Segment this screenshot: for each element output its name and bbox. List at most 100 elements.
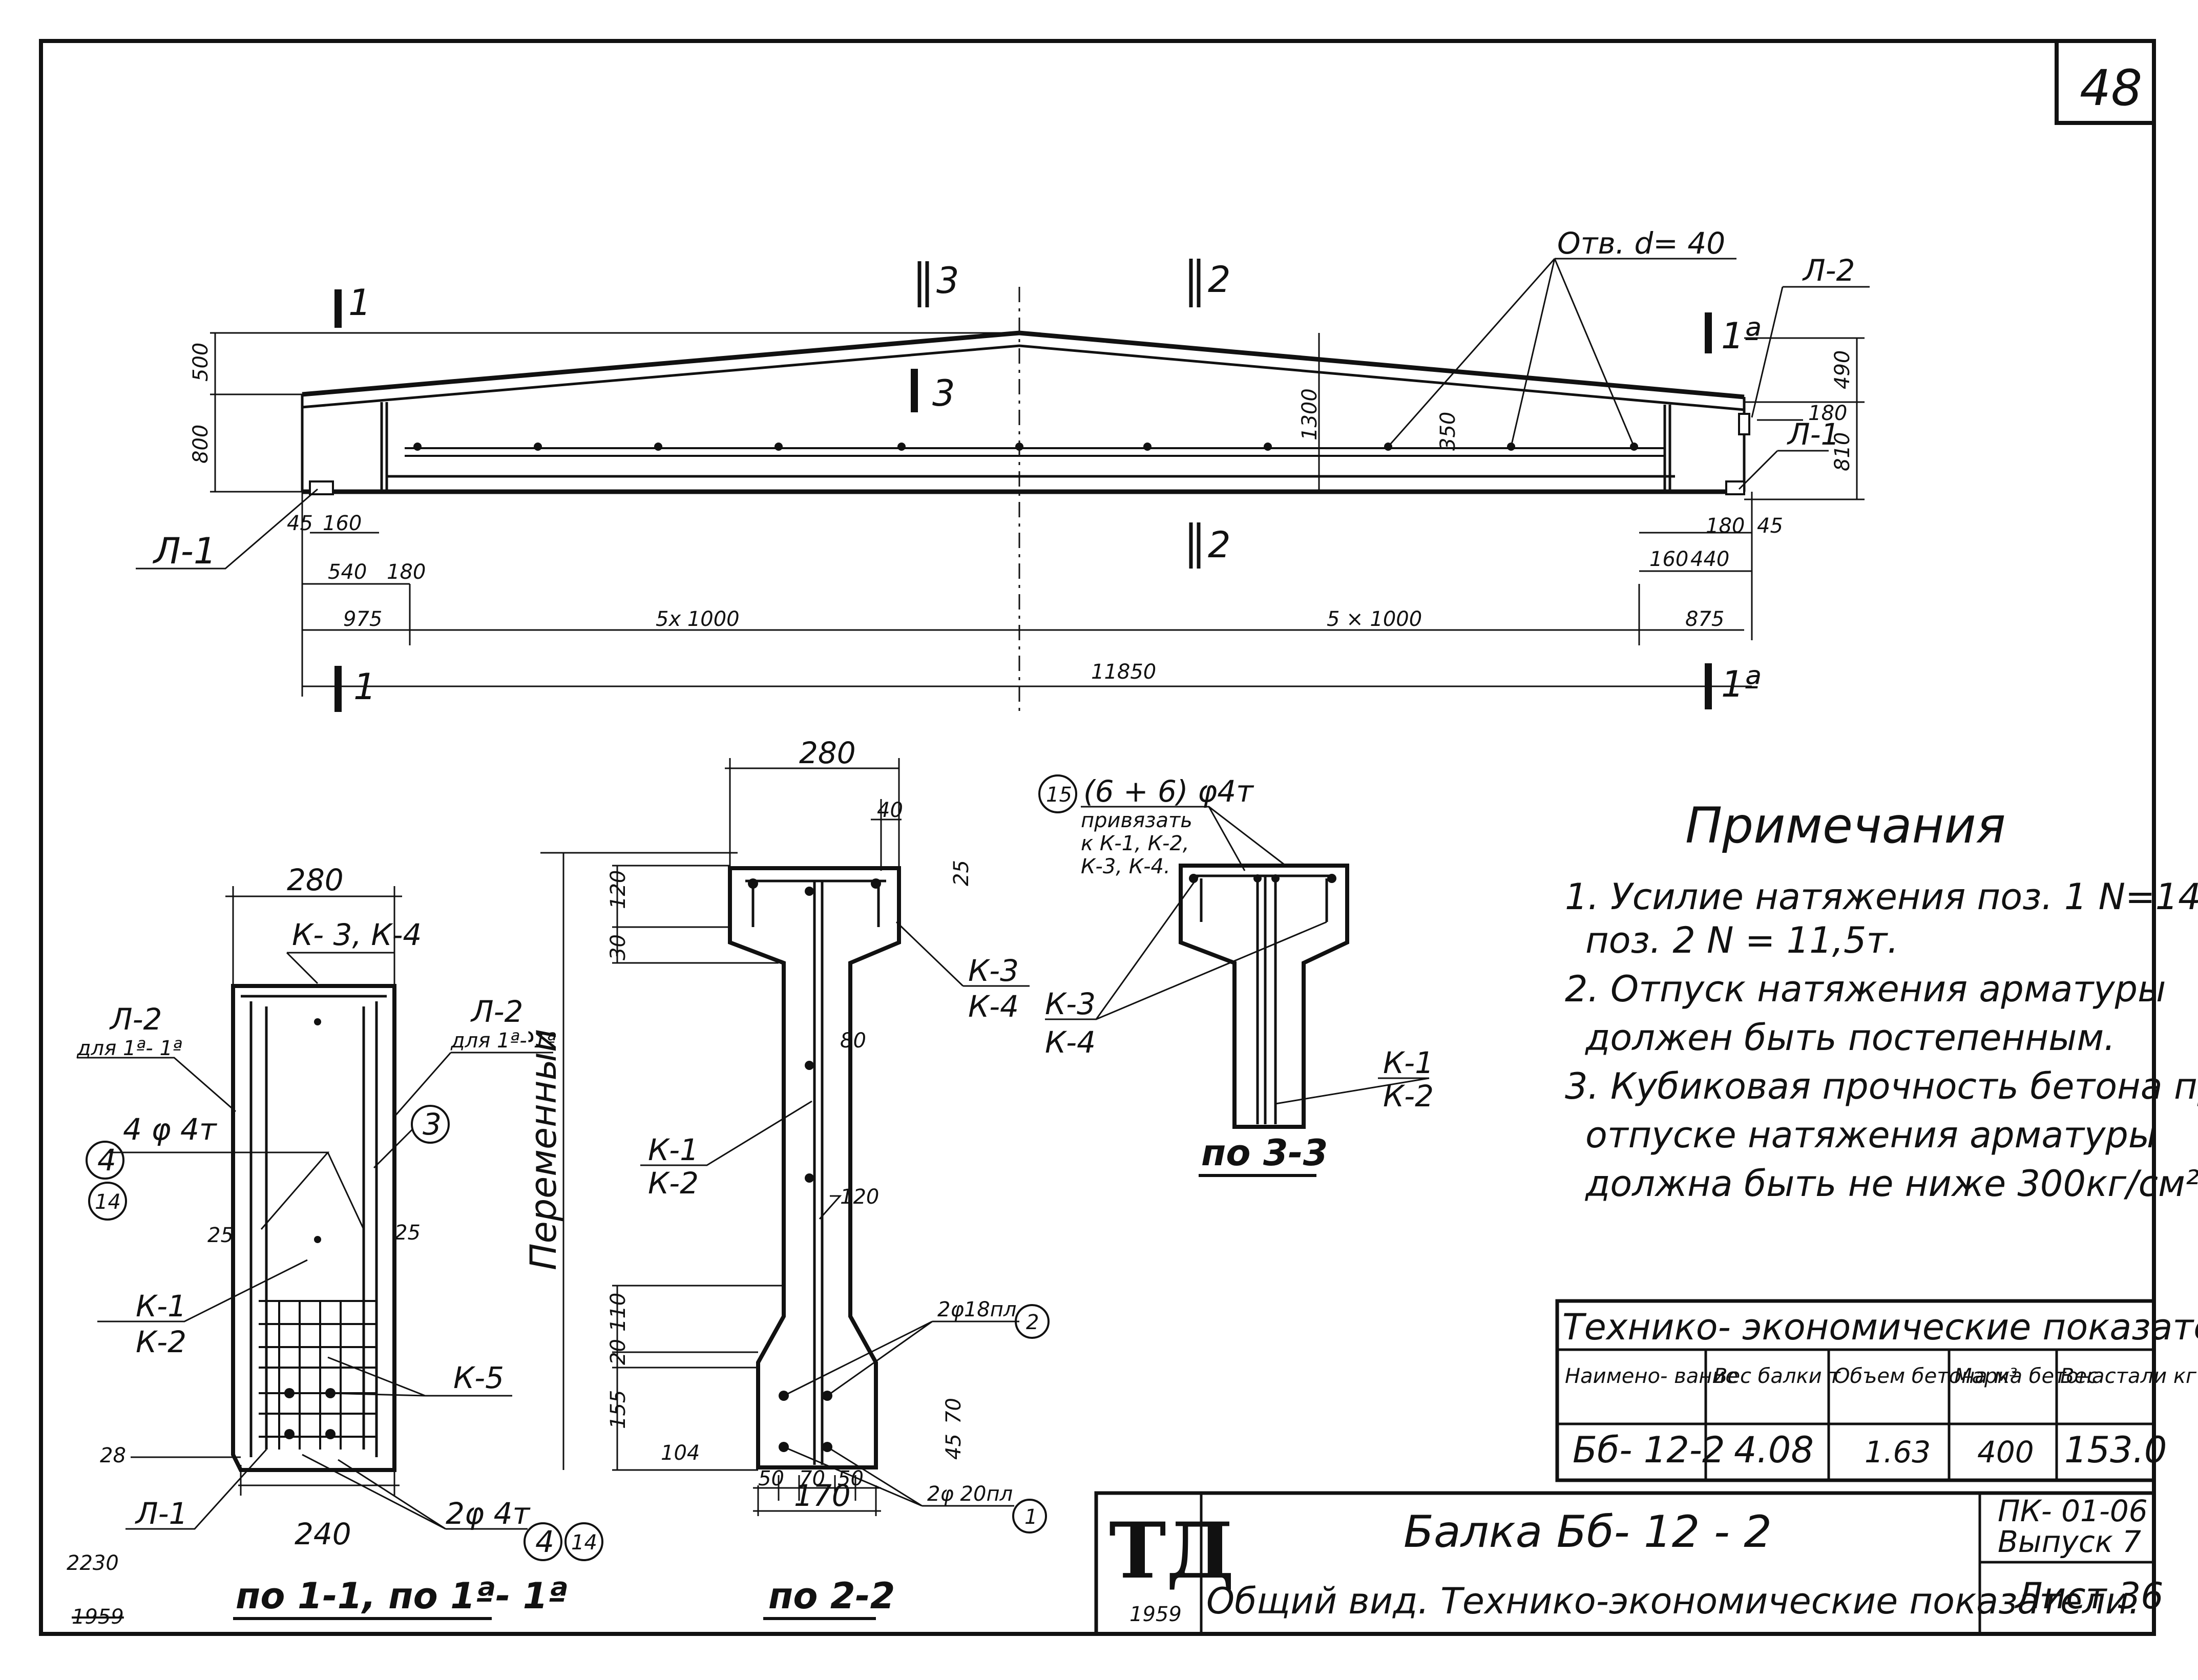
dim-160-left: 160 xyxy=(323,512,362,535)
s3-label-k4: К-4 xyxy=(1045,1025,1096,1060)
section-mark-3-mid: 3 xyxy=(932,372,955,414)
s3-label-tie1: привязать xyxy=(1081,809,1192,832)
dim-45-right: 45 xyxy=(1757,514,1783,538)
section-mark-2-bottom: 2 xyxy=(1208,524,1231,566)
section-mark-1-top: 1 xyxy=(348,282,371,324)
note-3: 3. Кубиковая прочность бетона при xyxy=(1565,1065,2198,1107)
label-L2-right: Л-2 xyxy=(1802,253,1855,288)
dim-875: 875 xyxy=(1685,607,1724,631)
s1-callout-14: 14 xyxy=(95,1190,121,1214)
s3-caption: по 3-3 xyxy=(1201,1132,1328,1174)
s2-label-bars20: 2φ 20пл xyxy=(927,1482,1013,1506)
label-L1-right: Л-1 xyxy=(1787,417,1839,452)
s3-label-tie3: К-3, К-4. xyxy=(1081,855,1170,878)
s1-dim-25-right: 25 xyxy=(394,1221,421,1245)
s1-width-240: 240 xyxy=(295,1517,351,1551)
dim-160-right: 160 xyxy=(1649,548,1688,571)
s2-dim-80: 80 xyxy=(840,1029,866,1053)
note-3b: отпуске натяжения арматуры xyxy=(1585,1114,2157,1156)
dim-440: 440 xyxy=(1690,548,1729,571)
s1-callout-4b: 4 xyxy=(535,1524,554,1559)
s1-caption: по 1-1, по 1ª- 1ª xyxy=(236,1575,568,1617)
dim-540: 540 xyxy=(328,560,367,584)
s1-label-k2: К-2 xyxy=(136,1325,186,1359)
s2-dim-120: 120 xyxy=(606,870,630,909)
bottom-left-crossed: 1959 xyxy=(72,1605,124,1629)
s1-callout-14b: 14 xyxy=(571,1531,597,1555)
note-2b: должен быть постепенным. xyxy=(1585,1017,2115,1059)
notes: Примечания 1. Усилие натяжения поз. 1 N=… xyxy=(1565,797,2198,1205)
dim-5x1000-right: 5 × 1000 xyxy=(1327,607,1422,631)
title-block: ТД 1959 Балка Бб- 12 - 2 Общий вид. Техн… xyxy=(1094,1491,2164,1636)
s2-dim-25: 25 xyxy=(950,860,973,886)
s2-width-280: 280 xyxy=(799,736,856,770)
bottom-left-number: 2230 xyxy=(67,1551,119,1575)
s1-dim-28: 28 xyxy=(100,1444,126,1467)
s1-dim-25-left: 25 xyxy=(207,1224,234,1247)
indicators-header-3: Марка бетона xyxy=(1954,1364,2105,1388)
s2-dim-70v: 70 xyxy=(942,1398,966,1424)
indicators-cell-2: 1.63 xyxy=(1865,1435,1931,1469)
dim-45-left: 45 xyxy=(287,512,313,535)
section-mark-1a-bottom: 1ª xyxy=(1721,663,1761,705)
page-number: 48 xyxy=(2080,59,2142,117)
indicators-header-1: Вес балки т xyxy=(1713,1364,1841,1388)
note-1: 1. Усилие натяжения поз. 1 N=14,1т, xyxy=(1565,876,2198,918)
s2-dim-120b: 120 xyxy=(840,1185,879,1209)
s3-callout-15: 15 xyxy=(1046,783,1072,807)
section-3-3: 15 (6 + 6) φ4т привязать к К-1, К-2, К-3… xyxy=(1038,774,1434,1177)
beam-elevation: Отв. d= 40 1 3 3 2 2 1ª 1 1ª Л-1 Л-2 Л-1… xyxy=(136,226,1870,717)
s2-dim-70: 70 xyxy=(799,1467,825,1490)
dim-180-left: 180 xyxy=(387,560,426,584)
s2-label-k3: К-3 xyxy=(968,953,1019,988)
dim-180-right-b: 180 xyxy=(1706,514,1745,538)
s2-label-k2: К-2 xyxy=(648,1166,699,1201)
stamp-name: Балка Бб- 12 - 2 xyxy=(1404,1506,1772,1558)
s2-callout-2: 2 xyxy=(1026,1311,1039,1334)
indicators-header-4: Вес стали кг xyxy=(2060,1364,2197,1388)
note-2: 2. Отпуск натяжения арматуры xyxy=(1565,968,2166,1010)
note-1b: поз. 2 N = 11,5т. xyxy=(1585,919,1899,961)
page-number-box xyxy=(2055,41,2154,125)
s3-label-tie2: к К-1, К-2, xyxy=(1081,832,1189,855)
s1-callout-3: 3 xyxy=(423,1107,442,1142)
s2-width-40: 40 xyxy=(877,799,903,822)
s3-label-k2: К-2 xyxy=(1383,1079,1434,1114)
s2-dim-30: 30 xyxy=(606,934,630,960)
s2-label-k1: К-1 xyxy=(648,1132,699,1167)
s1-label-l2-left-sub: для 1ª- 1ª xyxy=(76,1037,182,1060)
dim-975: 975 xyxy=(343,607,382,631)
dim-180-right: 180 xyxy=(1808,402,1847,425)
s1-label-l2-right: Л-2 xyxy=(470,994,523,1029)
dim-5x1000-left: 5x 1000 xyxy=(656,607,740,631)
s2-label-k4: К-4 xyxy=(968,989,1019,1024)
s1-label-bars-4f4t: 4 φ 4т xyxy=(123,1112,218,1147)
dim-800: 800 xyxy=(189,425,213,464)
s2-caption: по 2-2 xyxy=(768,1575,895,1617)
stamp-subtitle: Общий вид. Технико-экономические показат… xyxy=(1206,1580,2140,1622)
indicators-title: Технико- экономические показатели xyxy=(1562,1306,2198,1348)
stamp-code: ПК- 01-06 xyxy=(1998,1494,2148,1528)
dim-810: 810 xyxy=(1831,432,1854,471)
s1-label-k34: К- 3, К-4 xyxy=(292,917,422,952)
dim-350: 350 xyxy=(1436,412,1460,451)
section-1-1: 280 240 К- 3, К-4 Л-2 для 1ª- 1ª Л-2 для… xyxy=(76,863,603,1620)
s2-dim-155: 155 xyxy=(606,1390,630,1429)
notes-heading: Примечания xyxy=(1685,797,2005,854)
s3-label-k3: К-3 xyxy=(1045,986,1096,1021)
stamp-year: 1959 xyxy=(1129,1603,1182,1626)
s2-callout-1: 1 xyxy=(1024,1505,1037,1529)
hole-label: Отв. d= 40 xyxy=(1557,226,1725,261)
s2-dim-110: 110 xyxy=(606,1293,630,1332)
s1-label-l2-left: Л-2 xyxy=(109,1002,162,1037)
stamp-logo: ТД xyxy=(1109,1506,1234,1596)
dim-11850: 11850 xyxy=(1091,660,1156,684)
s2-dim-50a: 50 xyxy=(758,1467,784,1490)
s1-width-280: 280 xyxy=(287,863,344,897)
indicators-header-2: Объем бетона м³ xyxy=(1834,1364,2018,1388)
indicators-cell-1: 4.08 xyxy=(1734,1429,1814,1471)
label-L1-left: Л-1 xyxy=(152,530,216,572)
s1-callout-4: 4 xyxy=(97,1143,116,1178)
s3-label-bars: (6 + 6) φ4т xyxy=(1083,774,1254,809)
